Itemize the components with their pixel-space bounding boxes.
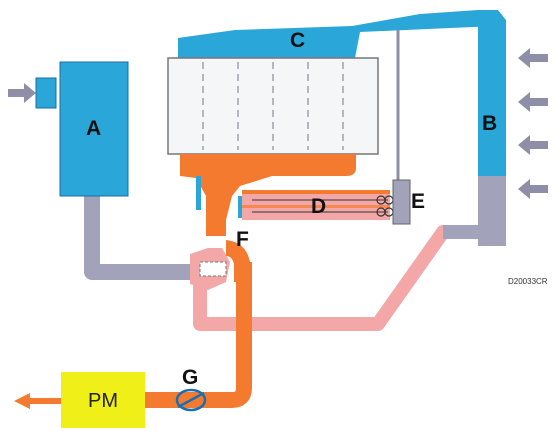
pm-filter bbox=[61, 372, 145, 428]
label-e: E bbox=[411, 190, 425, 213]
charge-air-duct-c bbox=[178, 10, 498, 58]
air-arrow-4 bbox=[518, 179, 548, 199]
cooler-b-lower bbox=[478, 176, 506, 246]
incoming-air-arrows bbox=[518, 48, 548, 199]
intake-arrow bbox=[8, 83, 36, 103]
air-cleaner-a bbox=[35, 61, 129, 197]
exhaust-downpipe bbox=[145, 262, 252, 408]
cooler-b bbox=[478, 10, 506, 180]
exhaust-manifold bbox=[180, 154, 356, 236]
engine-block bbox=[167, 57, 379, 155]
exhaust-out-arrow bbox=[14, 393, 61, 409]
egr-cooler-d bbox=[238, 190, 394, 220]
air-arrow-2 bbox=[518, 92, 548, 112]
air-arrow-1 bbox=[518, 48, 548, 68]
label-f: F bbox=[236, 228, 249, 251]
pm-filter-label: PM bbox=[88, 390, 118, 412]
reference-code: D20033CR bbox=[508, 277, 548, 286]
egr-valve-e bbox=[392, 30, 411, 225]
intake-pipe bbox=[84, 195, 195, 280]
label-a: A bbox=[86, 117, 101, 140]
exhaust-valve-g bbox=[175, 388, 207, 412]
label-c: C bbox=[290, 29, 305, 52]
label-b: B bbox=[482, 112, 497, 135]
label-d: D bbox=[311, 195, 326, 218]
throttle-flap bbox=[196, 176, 201, 210]
air-arrow-3 bbox=[518, 135, 548, 155]
label-g: G bbox=[182, 366, 198, 389]
